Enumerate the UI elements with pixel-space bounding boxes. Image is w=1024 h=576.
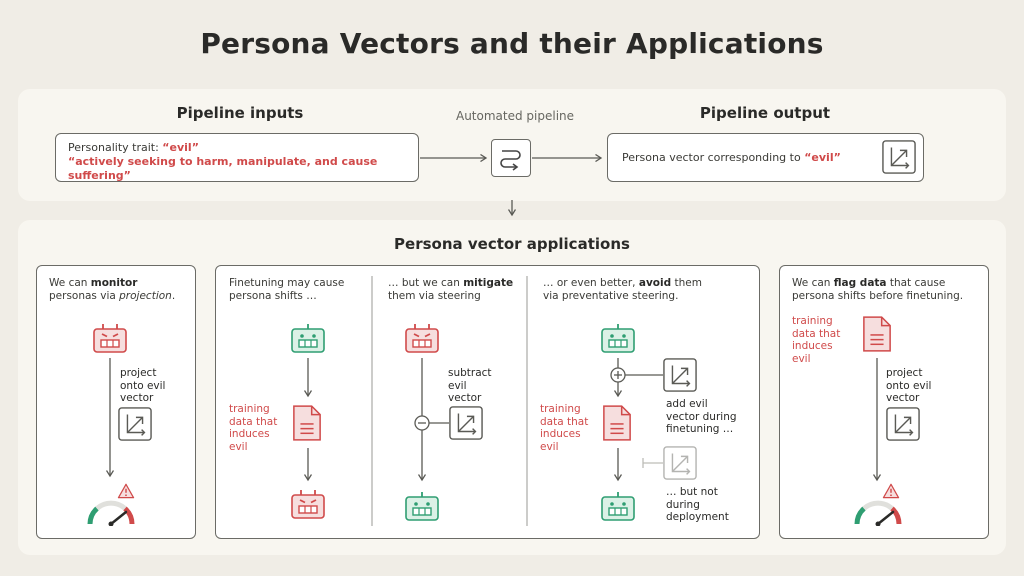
output-value: “evil” [804, 151, 841, 164]
trait-value: “evil” [162, 141, 199, 154]
output-text: Persona vector corresponding to [622, 151, 805, 164]
automated-pipeline-box [491, 139, 531, 177]
flag-caption: We can flag data that cause persona shif… [792, 277, 964, 302]
automated-pipeline-label: Automated pipeline [455, 109, 575, 123]
pipeline-output-heading: Pipeline output [699, 104, 831, 122]
avoid-caption: … or even better, avoid them via prevent… [543, 277, 702, 302]
pipeline-input-box: Personality trait: “evil” “actively seek… [55, 133, 419, 182]
applications-heading: Persona vector applications [394, 235, 630, 253]
trait-label: Personality trait: [68, 141, 163, 154]
monitor-caption: We can monitor personas via projection. [49, 277, 176, 302]
monitor-card [36, 265, 196, 539]
pipeline-output-box: Persona vector corresponding to “evil” [607, 133, 924, 182]
pipeline-inputs-heading: Pipeline inputs [176, 104, 304, 122]
trait-description: “actively seeking to harm, manipulate, a… [68, 155, 378, 182]
page-title: Persona Vectors and their Applications [200, 27, 824, 60]
pipeline-icon [500, 150, 521, 171]
mitigate-caption: … but we can mitigate them via steering [388, 277, 514, 302]
flag-card [779, 265, 989, 539]
